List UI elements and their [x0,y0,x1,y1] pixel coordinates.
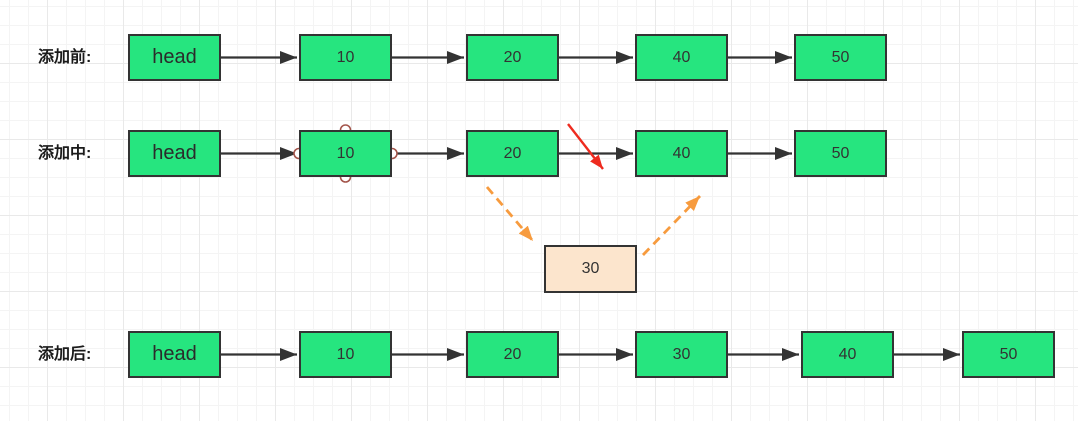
node-after-40[interactable]: 40 [801,331,894,378]
node-before-10[interactable]: 10 [299,34,392,81]
node-label: 50 [831,48,850,66]
node-label: 40 [672,144,691,162]
node-after-30[interactable]: 30 [635,331,728,378]
row-label-during: 添加中: [38,145,92,162]
node-label: 10 [336,144,355,162]
delete-link-arrow[interactable] [567,123,604,170]
node-after-20[interactable]: 20 [466,331,559,378]
node-label: head [152,142,197,164]
node-before-40[interactable]: 40 [635,34,728,81]
node-before-20[interactable]: 20 [466,34,559,81]
node-during-40[interactable]: 40 [635,130,728,177]
node-label: 10 [336,345,355,363]
row-label-after: 添加后: [38,346,92,363]
row-label-before: 添加前: [38,49,92,66]
node-label: 10 [336,48,355,66]
node-during-30-new[interactable]: 30 [544,245,637,293]
node-before-50[interactable]: 50 [794,34,887,81]
node-during-20[interactable]: 20 [466,130,559,177]
node-label: 20 [503,48,522,66]
node-before-head[interactable]: head [128,34,221,81]
node-label: head [152,343,197,365]
node-label: 30 [581,260,600,277]
node-label: 40 [838,345,857,363]
node-during-50[interactable]: 50 [794,130,887,177]
node-after-10[interactable]: 10 [299,331,392,378]
insert-arrow-20-to-30[interactable] [485,186,535,242]
node-label: 50 [831,144,850,162]
node-after-50[interactable]: 50 [962,331,1055,378]
node-label: 50 [999,345,1018,363]
node-label: head [152,46,197,68]
node-label: 20 [503,144,522,162]
node-during-10-selected[interactable]: 10 [299,130,392,177]
node-label: 40 [672,48,691,66]
insert-arrow-30-to-40[interactable] [641,195,702,256]
node-label: 30 [672,345,691,363]
node-during-head[interactable]: head [128,130,221,177]
node-after-head[interactable]: head [128,331,221,378]
node-label: 20 [503,345,522,363]
